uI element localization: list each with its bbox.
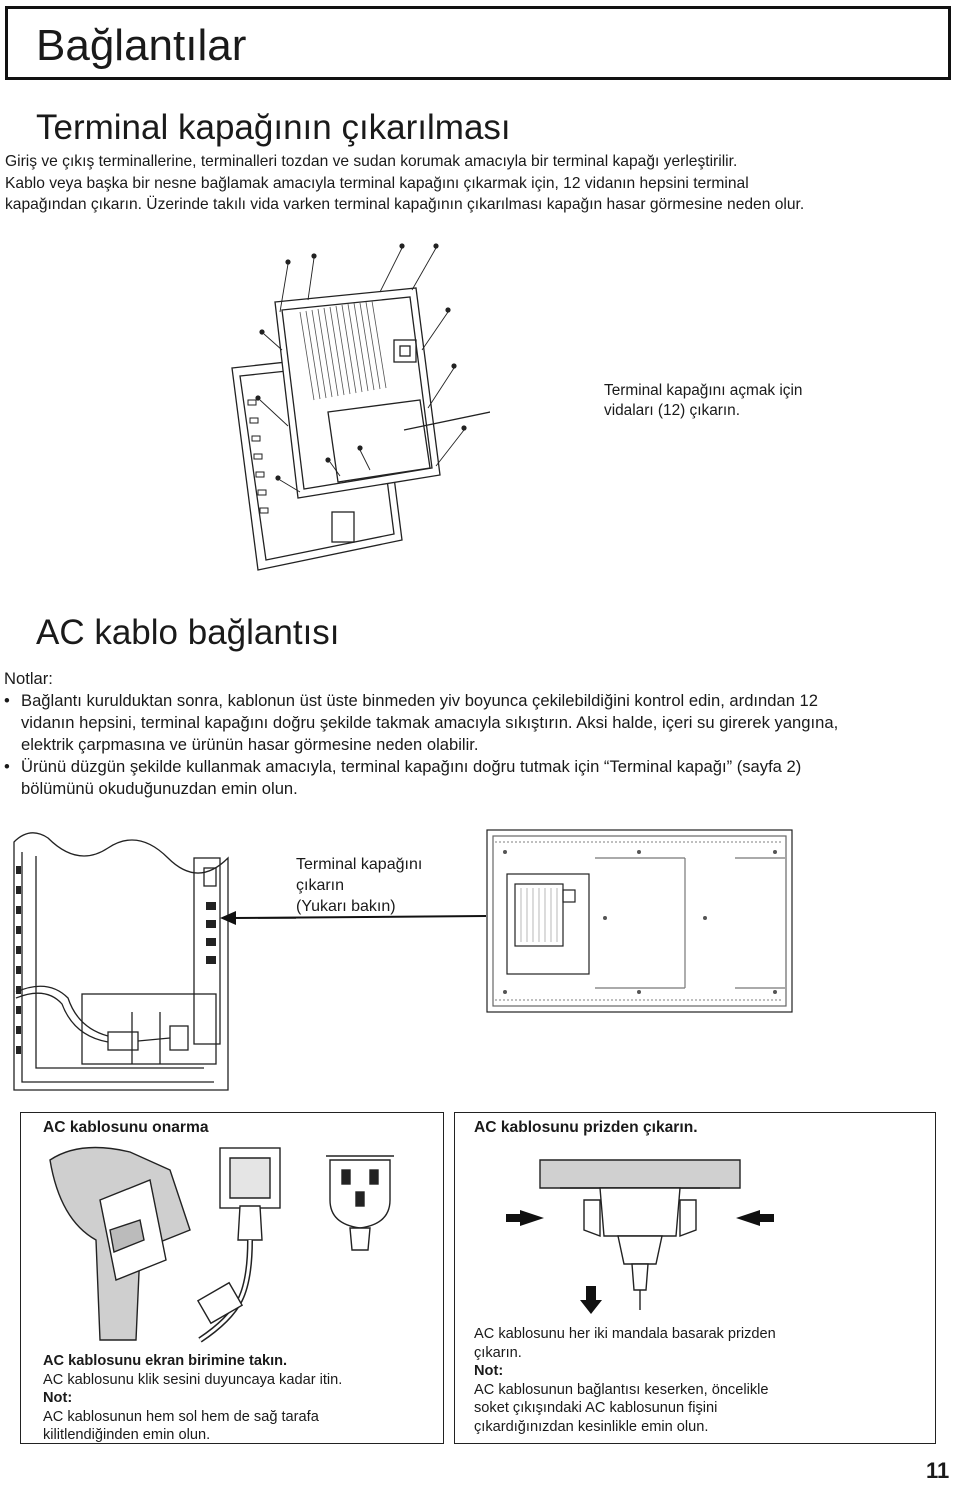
page-title: Bağlantılar	[36, 21, 247, 70]
rear-panel-closeup-figure	[13, 832, 296, 1091]
note-line: Bağlantı kurulduktan sonra, kablonun üst…	[21, 691, 819, 710]
note-line: soket çıkışındaki AC kablosunun fişini	[474, 1400, 718, 1416]
note-line: AC kablosunun bağlantısı keserken, öncel…	[474, 1381, 769, 1398]
note-line: çıkardığınızdan kesinlikle emin olun.	[474, 1418, 709, 1435]
section-heading-ac-cable: AC kablo bağlantısı	[36, 613, 340, 652]
box-right-caption: AC kablosunu her iki mandala basarak pri…	[474, 1325, 776, 1436]
screw-leader-lines	[259, 247, 465, 493]
cover-plate	[327, 399, 431, 483]
callout-line: vidaları (12) çıkarın.	[604, 402, 740, 419]
note-line: vidanın hepsini, terminal kapağını doğru…	[21, 713, 839, 732]
rear-screws	[503, 850, 777, 994]
right-latch	[679, 1199, 697, 1238]
panel-cutout-outline	[13, 832, 229, 1091]
box-ac-cable-unplug	[454, 1112, 936, 1444]
paragraph-line: Kablo veya başka bir nesne bağlamak amac…	[5, 174, 749, 192]
screws	[255, 243, 467, 481]
note-line: kilitlendiğinden emin olun.	[43, 1427, 211, 1443]
note-line: bölümünü okuduğunuzdan emin olun.	[21, 779, 298, 798]
callout-line: Terminal kapağını	[296, 856, 423, 873]
plug-body	[599, 1187, 681, 1237]
display-rear-outline	[486, 829, 793, 1013]
box-ac-cable-fix	[20, 1112, 444, 1444]
ac-cable	[15, 985, 109, 1037]
note-line: AC kablosunun hem sol hem de sağ tarafa	[43, 1408, 319, 1425]
terminal-cover-position	[506, 873, 590, 975]
ac-cable-fix-figure	[49, 1146, 394, 1343]
ac-area	[81, 993, 217, 1065]
box-left-title: AC kablosunu onarma	[43, 1119, 209, 1136]
callout-line: Terminal kapağını açmak için	[604, 382, 803, 399]
page-title-box: Bağlantılar	[5, 6, 951, 80]
note-label: Not:	[43, 1390, 73, 1406]
paragraph-line: kapağından çıkarın. Üzerinde takılı vida…	[5, 196, 805, 213]
screw-callout: Terminal kapağını açmak için vidaları (1…	[604, 381, 802, 421]
callout-arrow	[220, 911, 487, 925]
rear-view-figure	[486, 829, 793, 1013]
terminal-cover-removal-figure	[231, 243, 490, 571]
cover-label-square	[393, 339, 417, 363]
box-right-title: AC kablosunu prizden çıkarın.	[474, 1119, 698, 1136]
box-left-caption: AC kablosunu ekran birimine takın. AC ka…	[43, 1352, 342, 1445]
paragraph-line: Giriş ve çıkış terminallerine, terminall…	[5, 153, 738, 170]
section-heading-terminal-cover: Terminal kapağının çıkarılması	[36, 108, 511, 147]
caption-line: çıkarın.	[474, 1344, 522, 1361]
caption-line: AC kablosunu her iki mandala basarak pri…	[474, 1326, 776, 1342]
section1-paragraph: Giriş ve çıkış terminallerine, terminall…	[5, 151, 955, 216]
ac-inlet-block	[331, 511, 355, 543]
note-line: Ürünü düzgün şekilde kullanmak amacıyla,…	[21, 757, 802, 776]
panel-inner-frame	[21, 852, 214, 1083]
callout-line: (Yukarı bakın)	[296, 898, 396, 915]
press-arrows	[506, 1210, 774, 1226]
cable-ferrite	[196, 1281, 244, 1325]
socket-frame	[539, 1159, 741, 1189]
frame-screws	[16, 866, 21, 1054]
note-bullet: Bağlantı kurulduktan sonra, kablonun üst…	[4, 690, 954, 756]
callout-line: çıkarın	[296, 877, 345, 894]
note-label: Not:	[474, 1363, 504, 1379]
pull-arrow	[580, 1286, 602, 1314]
connector-dots	[206, 902, 216, 964]
ac-inlet	[169, 1025, 189, 1051]
note-bullet: Ürünü düzgün şekilde kullanmak amacıyla,…	[4, 756, 954, 800]
ac-cable-unplug-figure	[506, 1159, 774, 1314]
connector	[203, 867, 217, 887]
cover-label-square	[562, 889, 576, 903]
caption-title: AC kablosunu ekran birimine takın.	[43, 1353, 288, 1369]
callout-leader-line	[403, 411, 490, 431]
notes-block: Notlar: Bağlantı kurulduktan sonra, kabl…	[4, 668, 954, 800]
note-line: elektrik çarpmasına ve ürünün hasar görm…	[21, 735, 479, 754]
page-number: 11	[926, 1458, 950, 1483]
remove-cover-callout: Terminal kapağını çıkarın (Yukarı bakın)	[296, 854, 422, 917]
caption-line: AC kablosunu klik sesini duyuncaya kadar…	[43, 1371, 343, 1388]
ac-plug	[107, 1031, 139, 1051]
notes-label: Notlar:	[4, 669, 53, 688]
cover-vents	[299, 300, 387, 401]
left-latch	[583, 1199, 601, 1238]
